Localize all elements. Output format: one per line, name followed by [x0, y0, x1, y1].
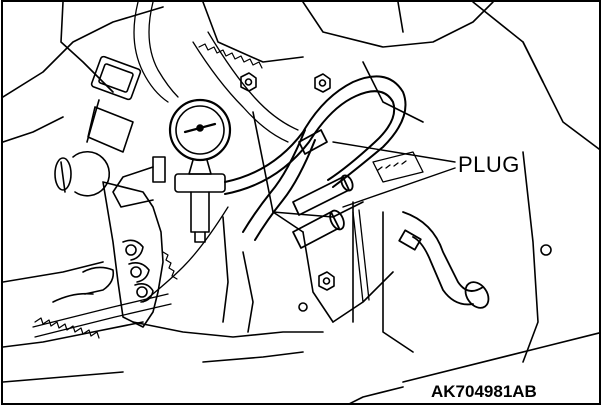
- engine-block: [3, 2, 599, 403]
- bolts: [240, 72, 552, 312]
- fuel-hose: [224, 75, 407, 241]
- figure-id-label: AK704981AB: [428, 382, 540, 402]
- corrugated-tubes: [34, 43, 263, 339]
- hose-ends: [292, 129, 354, 249]
- radiator-hose: [398, 211, 490, 309]
- connector: [54, 55, 142, 197]
- plug-callout-label: PLUG: [456, 152, 522, 178]
- bracket: [352, 151, 424, 303]
- plug-leader-lines: [332, 141, 456, 208]
- diagram-frame: PLUG AK704981AB: [1, 0, 601, 405]
- engine-illustration: [3, 2, 599, 403]
- pressure-gauge: [112, 98, 232, 243]
- hand: [52, 181, 164, 328]
